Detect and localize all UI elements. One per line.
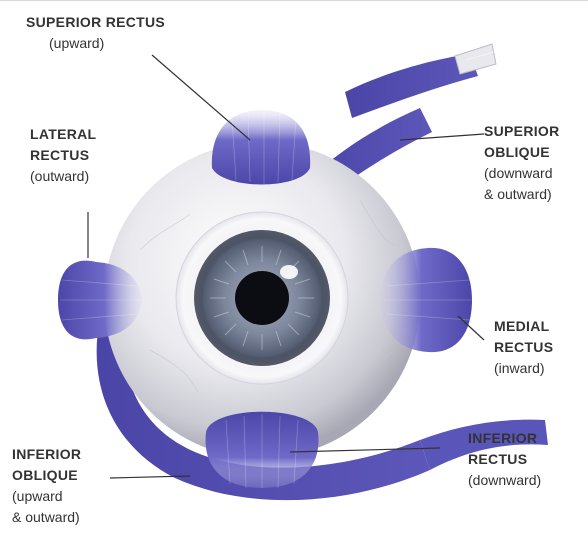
lateral-rectus-name-2: RECTUS (30, 145, 96, 166)
medial-rectus-name-1: MEDIAL (494, 316, 553, 337)
superior-rectus-name: SUPERIOR RECTUS (26, 12, 165, 33)
inferior-rectus-name-1: INFERIOR (468, 428, 541, 449)
medial-rectus-name-2: RECTUS (494, 337, 553, 358)
inferior-rectus-desc: (downward) (468, 470, 541, 491)
label-superior-rectus: SUPERIOR RECTUS (upward) (26, 12, 165, 54)
label-lateral-rectus: LATERAL RECTUS (outward) (30, 124, 96, 187)
inferior-oblique-name-2: OBLIQUE (12, 465, 81, 486)
superior-oblique-name-1: SUPERIOR (484, 121, 560, 142)
superior-rectus-desc: (upward) (26, 33, 165, 54)
superior-oblique-name-2: OBLIQUE (484, 142, 560, 163)
superior-oblique-desc-2: & outward) (484, 184, 560, 205)
medial-rectus-desc: (inward) (494, 358, 553, 379)
inferior-rectus-name-2: RECTUS (468, 449, 541, 470)
inferior-oblique-name-1: INFERIOR (12, 444, 81, 465)
lateral-rectus-name-1: LATERAL (30, 124, 96, 145)
inferior-oblique-desc-1: (upward (12, 486, 81, 507)
label-medial-rectus: MEDIAL RECTUS (inward) (494, 316, 553, 379)
label-inferior-oblique: INFERIOR OBLIQUE (upward & outward) (12, 444, 81, 528)
superior-oblique-desc-1: (downward (484, 163, 560, 184)
lateral-rectus-desc: (outward) (30, 166, 96, 187)
label-inferior-rectus: INFERIOR RECTUS (downward) (468, 428, 541, 491)
inferior-oblique-desc-2: & outward) (12, 507, 81, 528)
label-superior-oblique: SUPERIOR OBLIQUE (downward & outward) (484, 121, 560, 205)
